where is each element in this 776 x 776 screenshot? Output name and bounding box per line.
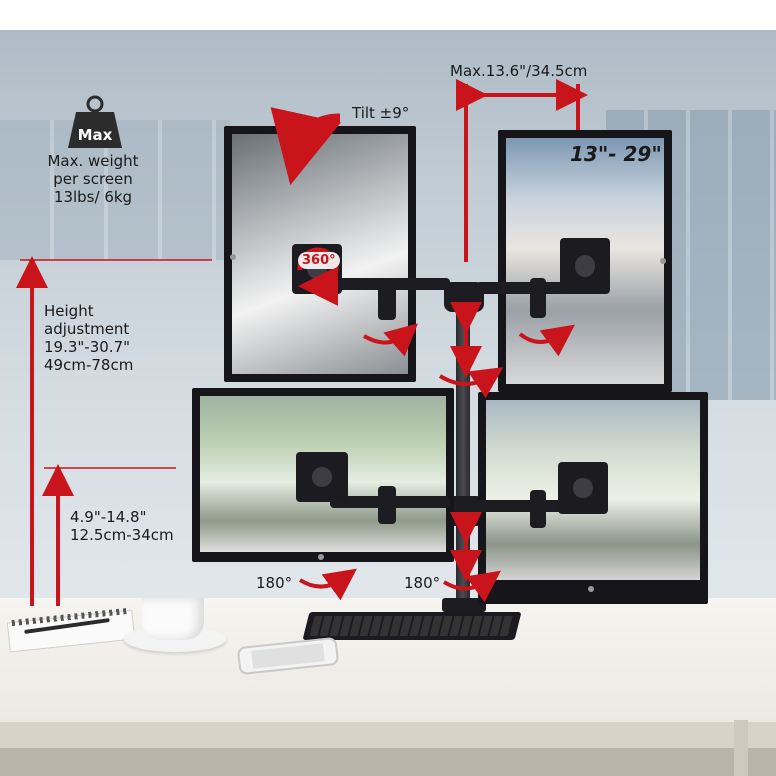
tilt-arrow-icon — [270, 107, 341, 186]
arm-bottom-left-elbow — [378, 486, 396, 524]
monitor-top-left-power-led — [230, 254, 236, 260]
monitor-bottom-right-power-led — [588, 586, 594, 592]
arm-top-right-elbow — [530, 278, 546, 318]
max-weight-text: Max. weight per screen 13lbs/ 6kg — [30, 152, 156, 206]
coffee-cup — [142, 598, 204, 640]
height-line-2: adjustment — [44, 320, 130, 338]
height-line-1: Height — [44, 302, 94, 320]
weight-badge-label: Max — [77, 126, 113, 144]
monitor-top-right-power-led — [660, 258, 666, 264]
lower-height-line-2: 12.5cm-34cm — [70, 526, 174, 544]
vesa-plate-bottom-right — [558, 462, 608, 514]
span-measure-line — [456, 79, 588, 262]
desk-leg — [734, 720, 748, 776]
height-adjustment-lines — [16, 256, 212, 606]
max-weight-line-1: Max. weight — [47, 152, 139, 170]
lower-height-text: 4.9"-14.8" 12.5cm-34cm — [70, 508, 174, 544]
rotation-360-label: 360° — [298, 252, 340, 269]
height-adjustment-text: Height adjustment 19.3"-30.7" 49cm-78cm — [44, 302, 133, 374]
desk-edge — [0, 722, 776, 752]
height-line-4: 49cm-78cm — [44, 356, 134, 374]
screen-size-label: 13"- 29" — [570, 142, 662, 166]
swivel-left-label: 180° — [256, 574, 293, 592]
span-label: Max.13.6"/34.5cm — [450, 62, 588, 80]
swivel-arcs — [298, 323, 575, 603]
top-margin — [0, 0, 776, 30]
height-line-3: 19.3"-30.7" — [44, 338, 131, 356]
arm-bottom-right-elbow — [530, 490, 546, 528]
monitor-bottom-left-power-led — [318, 554, 324, 560]
arm-top-left-elbow — [378, 280, 396, 320]
tilt-label: Tilt ±9° — [352, 104, 410, 122]
monitor-bottom-left — [192, 388, 454, 562]
max-weight-line-3: 13lbs/ 6kg — [53, 188, 133, 206]
vesa-plate-bottom-left — [296, 452, 348, 502]
vesa-plate-top-right — [560, 238, 610, 294]
swivel-right-label: 180° — [404, 574, 441, 592]
weight-icon — [68, 95, 122, 148]
floor — [0, 748, 776, 776]
max-weight-line-2: per screen — [53, 170, 133, 188]
lower-height-line-1: 4.9"-14.8" — [70, 508, 147, 526]
